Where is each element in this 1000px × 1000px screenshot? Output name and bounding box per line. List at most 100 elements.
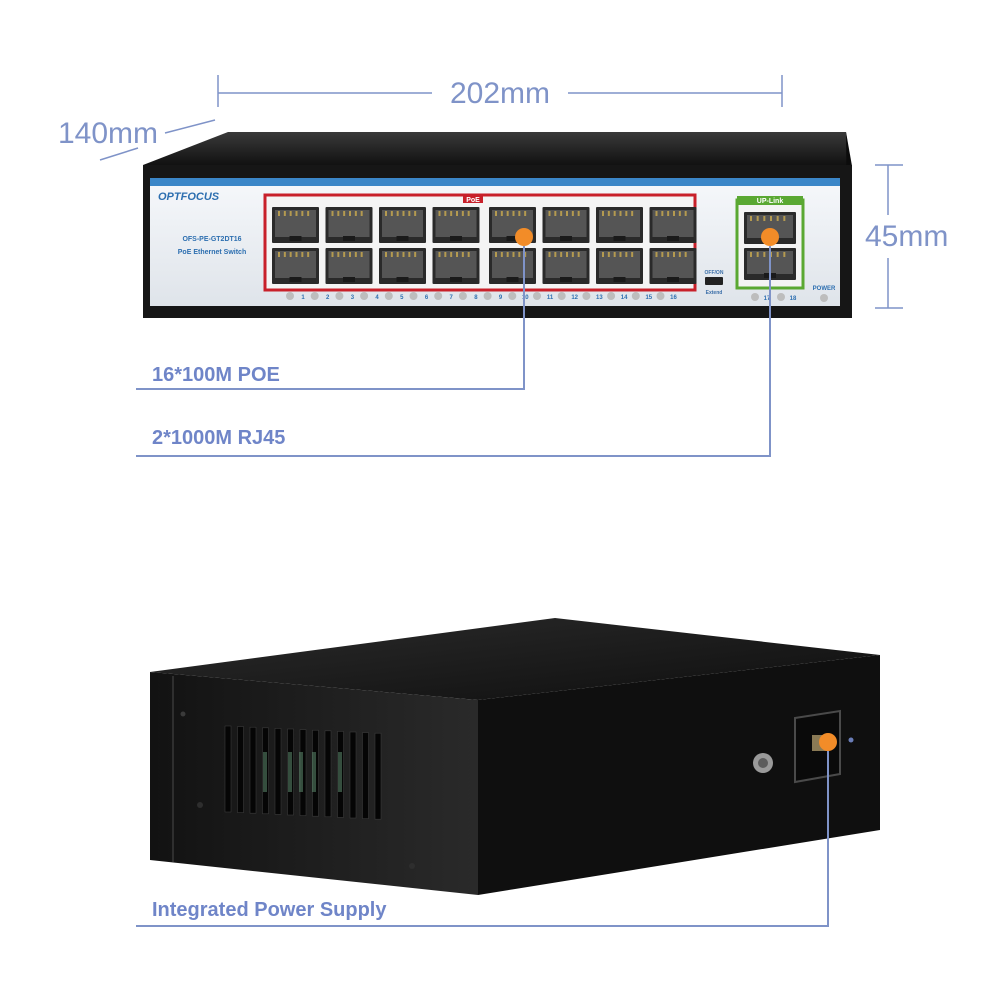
vent-slot-icon [224, 725, 232, 813]
led-indicator-icon [409, 292, 418, 300]
description-label: PoE Ethernet Switch [178, 249, 246, 256]
poe-tab [463, 195, 483, 203]
depth-dimension: 140mm [58, 117, 216, 161]
led-indicator-icon [631, 292, 640, 300]
ethernet-port-icon[interactable] [325, 207, 373, 243]
poe-callout: 16*100M POE [136, 228, 533, 390]
led-indicator-icon [458, 292, 467, 300]
vent-slot-icon [237, 726, 244, 813]
port-number: 10 [522, 295, 529, 301]
ethernet-port-icon[interactable] [379, 207, 426, 243]
uplink-callout-label: 2*1000M RJ45 [152, 427, 285, 449]
switch-front-view: OPTFOCUS OFS-PE-GT2DT16 PoE Ethernet Swi… [143, 132, 852, 318]
ethernet-port-icon[interactable] [272, 248, 319, 284]
ethernet-port-icon[interactable] [489, 248, 536, 284]
ethernet-port-icon[interactable] [649, 207, 697, 243]
port-number: 3 [351, 295, 355, 301]
port-number: 5 [400, 295, 404, 301]
screw-icon [197, 802, 203, 808]
screw-icon [409, 863, 415, 869]
led-indicator-icon [286, 292, 294, 300]
ethernet-port-icon[interactable] [596, 207, 643, 243]
port-number: 9 [499, 295, 503, 301]
extend-switch[interactable] [705, 277, 723, 285]
port-number: 11 [547, 295, 554, 301]
led-indicator-icon [533, 292, 541, 300]
vent-slot-icon [362, 732, 369, 819]
uplink-label: UP-Link [757, 198, 784, 205]
port-number: 17 [764, 296, 771, 302]
port-number: 8 [474, 295, 478, 301]
depth-label: 140mm [58, 117, 158, 150]
extend-label: Extend [706, 290, 723, 296]
vent-slot-icon [374, 732, 382, 820]
ethernet-port-icon[interactable] [432, 207, 480, 243]
poe-callout-label: 16*100M POE [152, 364, 280, 386]
ethernet-port-icon[interactable] [542, 248, 590, 284]
led-indicator-icon [656, 292, 665, 300]
extend-switch-label: OFF/ON [705, 270, 724, 276]
port-number: 12 [571, 295, 578, 301]
port-number: 6 [425, 295, 429, 301]
model-label: OFS-PE-GT2DT16 [182, 236, 241, 243]
poe-marker-icon [515, 228, 533, 246]
port-number: 2 [326, 295, 330, 301]
power-callout-label: Integrated Power Supply [152, 899, 387, 921]
chassis-top [143, 132, 851, 165]
led-indicator-icon [607, 292, 616, 300]
power-led-icon [820, 294, 828, 302]
height-dimension: 45mm [865, 164, 948, 309]
panel-stripe [150, 178, 840, 186]
width-label: 202mm [450, 77, 550, 110]
uplink-callout: 2*1000M RJ45 [136, 228, 779, 457]
screw-icon [180, 711, 186, 717]
led-indicator-icon [434, 292, 443, 300]
led-indicator-icon [582, 292, 591, 300]
screw-icon [848, 737, 854, 743]
power-marker-icon [819, 733, 837, 751]
port-number: 7 [450, 295, 454, 301]
vent-slots [224, 725, 382, 820]
led-indicator-icon [483, 292, 492, 300]
led-indicator-icon [557, 292, 566, 300]
vent-slot-icon [324, 730, 332, 818]
vent-slot-icon [274, 728, 282, 815]
led-indicator-icon [384, 292, 393, 300]
ethernet-port-icon[interactable] [325, 248, 373, 284]
led-indicator-icon [360, 292, 369, 300]
ethernet-port-icon[interactable] [649, 248, 697, 284]
rear-chassis-back [478, 655, 880, 895]
ethernet-port-icon[interactable] [432, 248, 480, 284]
height-label: 45mm [865, 220, 948, 253]
width-dimension: 202mm [217, 75, 783, 110]
port-number: 18 [790, 296, 797, 302]
port-number: 16 [670, 295, 677, 301]
vent-slot-icon [249, 726, 257, 814]
led-indicator-icon [335, 292, 344, 300]
poe-port-grid [272, 207, 697, 284]
poe-tab-label: PoE [466, 197, 480, 204]
led-indicator-icon [310, 292, 319, 300]
port-number: 1 [301, 295, 305, 301]
uplink-marker-icon [761, 228, 779, 246]
led-indicator-icon [751, 293, 759, 301]
port-number: 14 [621, 295, 628, 301]
ethernet-port-icon[interactable] [272, 207, 319, 243]
power-label: POWER [813, 286, 836, 292]
ethernet-port-icon[interactable] [542, 207, 590, 243]
power-callout: Integrated Power Supply [136, 733, 837, 927]
ethernet-port-icon[interactable] [596, 248, 643, 284]
rear-chassis-top [150, 618, 880, 700]
ethernet-port-icon[interactable] [379, 248, 426, 284]
uplink-tab [737, 196, 803, 205]
port-number: 13 [596, 295, 603, 301]
switch-rear-view [150, 618, 880, 895]
led-indicator-icon [777, 293, 785, 301]
vent-slot-icon [349, 731, 357, 819]
port-number: 4 [375, 295, 379, 301]
port-number: 15 [645, 295, 652, 301]
led-indicator-icon [508, 292, 517, 300]
